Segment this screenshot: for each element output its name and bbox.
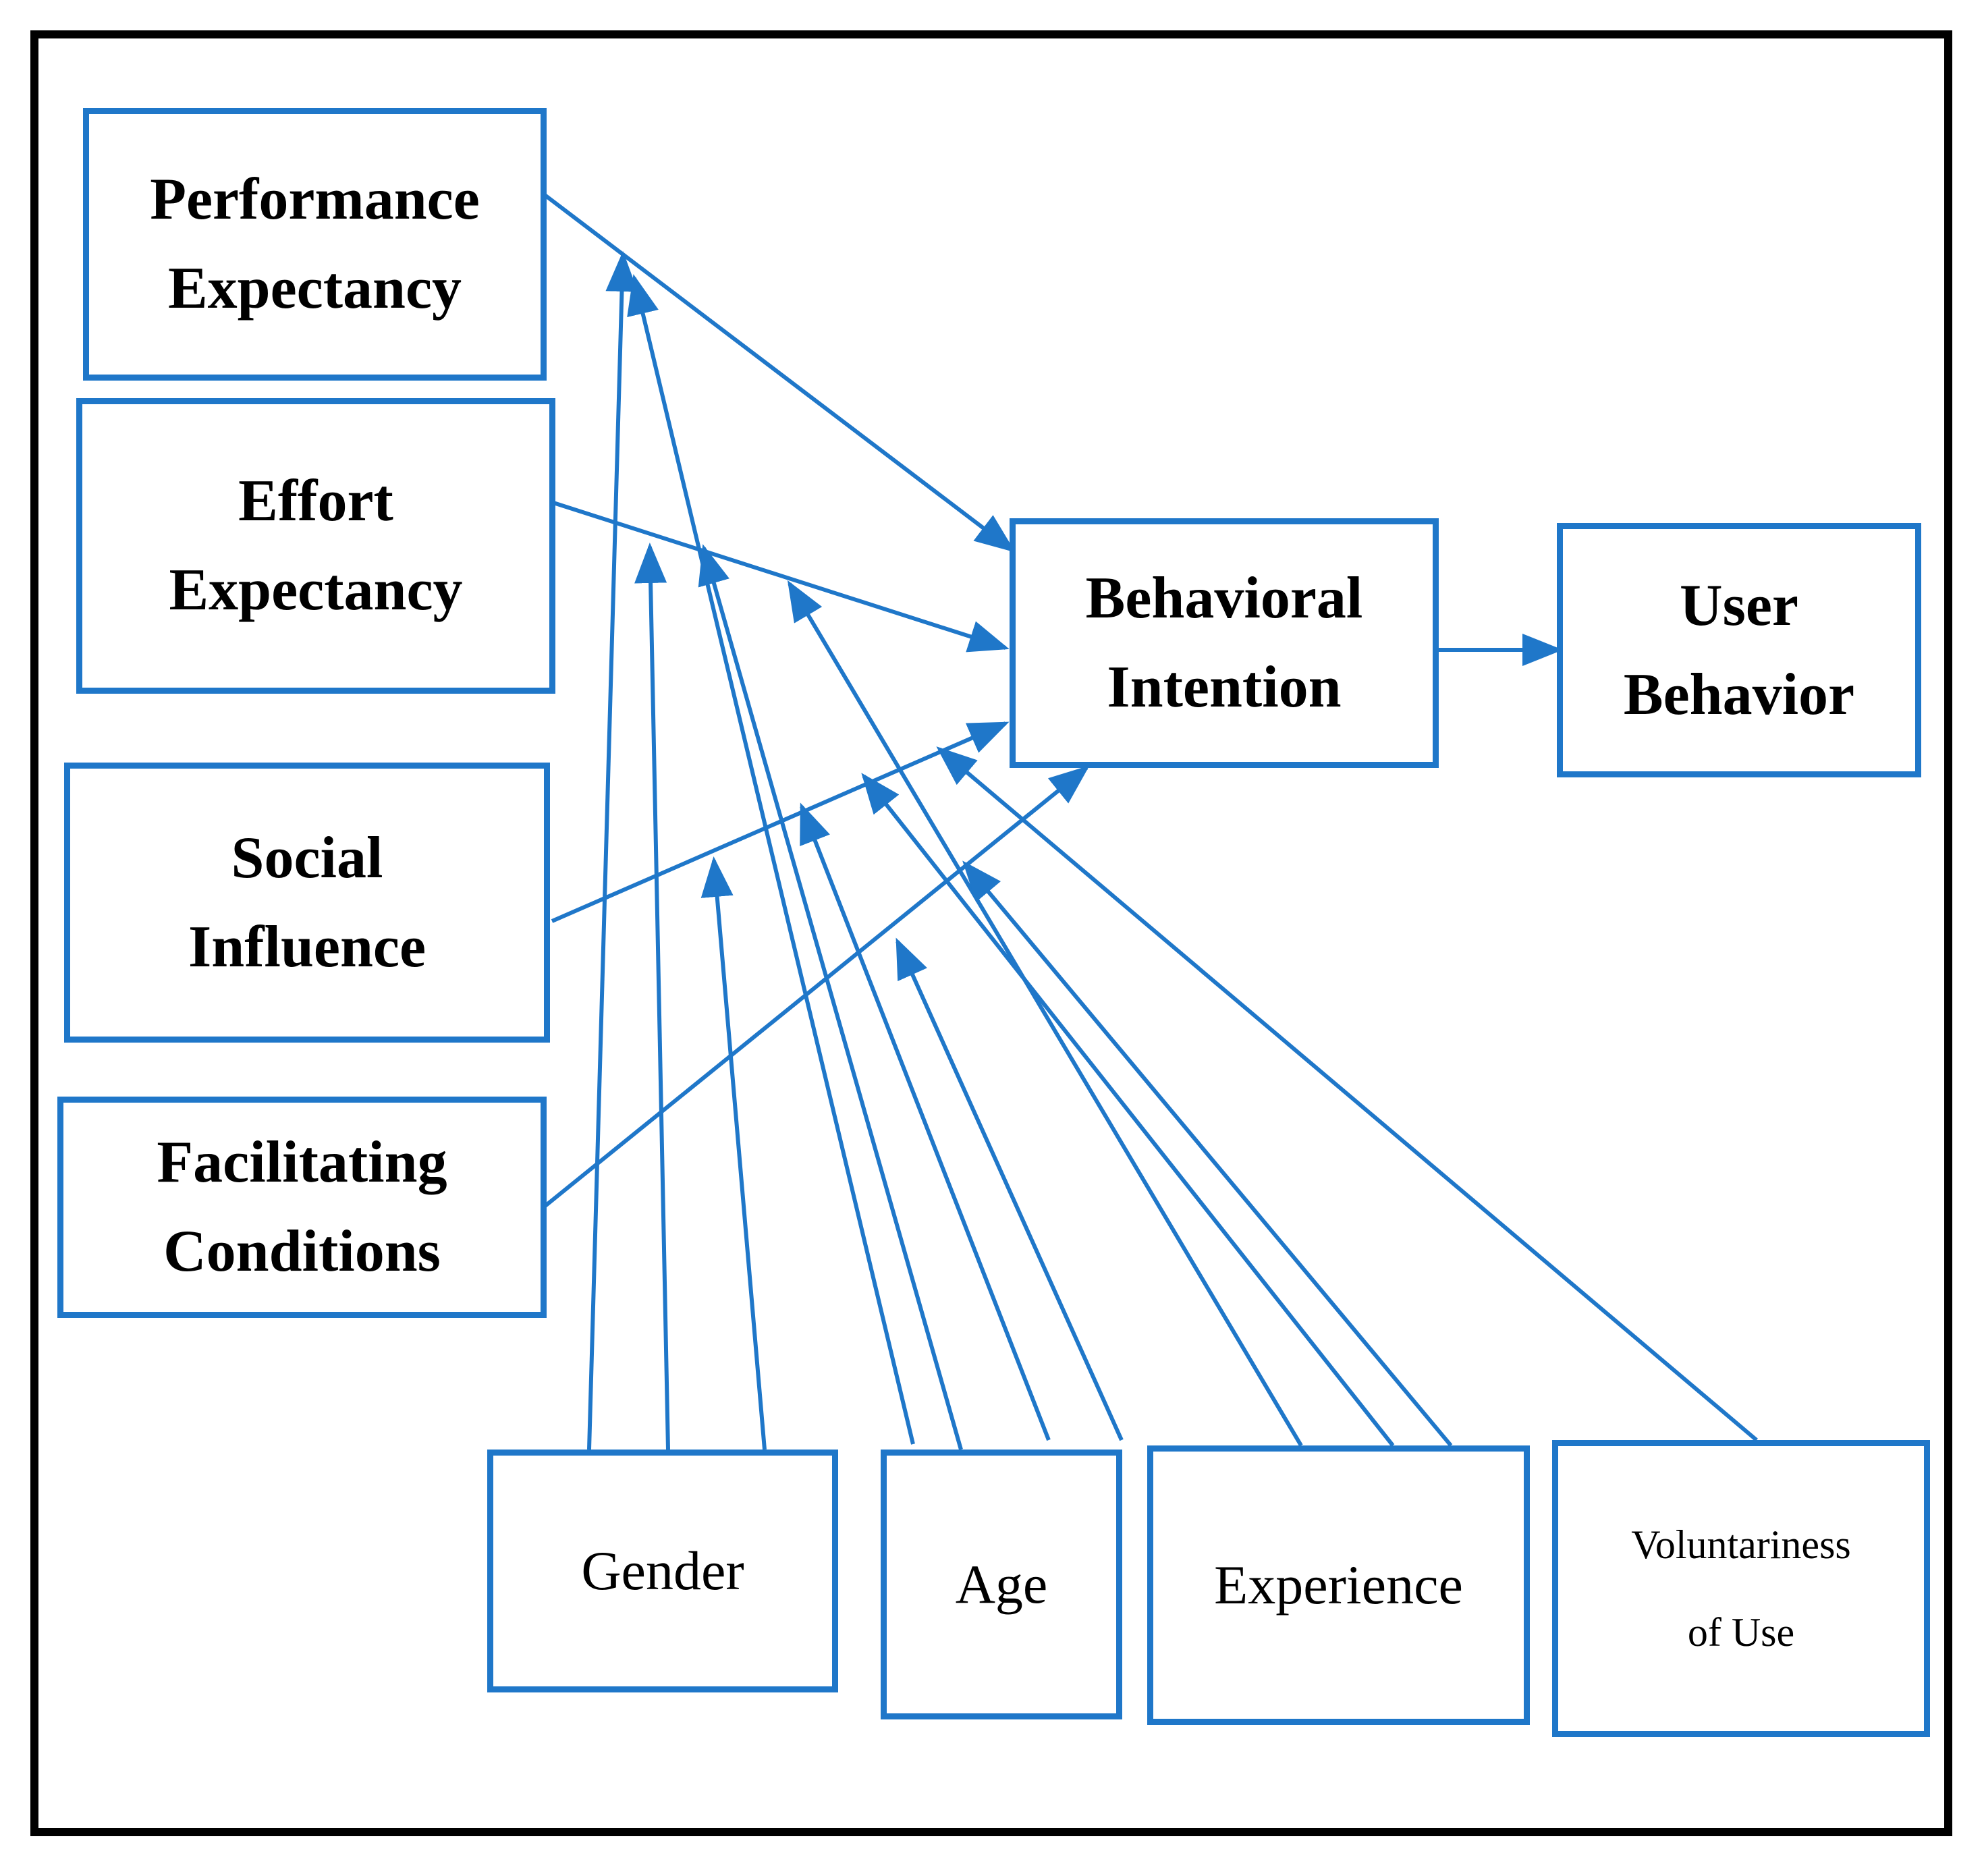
gender-box: Gender [487, 1450, 838, 1692]
edge-age-mod-fc [895, 937, 1124, 1441]
gender-label: Gender [581, 1540, 744, 1601]
facilitating-conditions-box: Facilitating Conditions [57, 1097, 547, 1318]
edge-fc-to-bi [537, 765, 1090, 1213]
performance-expectancy-box: Performance Expectancy [83, 108, 547, 381]
edge-gender-mod-si [700, 856, 767, 1450]
experience-label: Experience [1214, 1554, 1463, 1616]
age-label: Age [955, 1553, 1048, 1615]
edge-experience-mod-ee [787, 580, 1303, 1447]
edge-experience-mod-si [861, 773, 1395, 1447]
edge-age-mod-si [800, 802, 1051, 1441]
behavioral-intention-box: Behavioral Intention [1010, 518, 1439, 768]
voluntariness-box: Voluntariness of Use [1552, 1440, 1930, 1737]
edge-voluntariness-mod-si [936, 746, 1758, 1442]
edge-gender-mod-ee [634, 543, 670, 1450]
facilitating-conditions-label: Facilitating Conditions [157, 1130, 447, 1284]
effort-expectancy-label: Effort Expectancy [169, 468, 463, 623]
social-influence-box: Social Influence [64, 763, 550, 1043]
edge-pe-to-bi [540, 190, 1016, 553]
edge-experience-mod-fc [962, 860, 1453, 1447]
behavioral-intention-label: Behavioral Intention [1085, 565, 1363, 720]
edge-age-mod-pe [627, 274, 915, 1445]
effort-expectancy-box: Effort Expectancy [76, 398, 555, 694]
voluntariness-label: Voluntariness of Use [1631, 1522, 1851, 1655]
experience-box: Experience [1147, 1445, 1530, 1725]
edge-gender-mod-pe [587, 251, 638, 1450]
edge-si-to-bi [551, 721, 1010, 923]
social-influence-label: Social Influence [188, 825, 426, 980]
user-behavior-box: User Behavior [1557, 523, 1921, 777]
performance-expectancy-label: Performance Expectancy [150, 167, 480, 321]
user-behavior-label: User Behavior [1623, 572, 1855, 727]
edge-age-mod-ee [698, 544, 963, 1450]
age-box: Age [881, 1450, 1122, 1719]
edge-ee-to-bi [553, 501, 1010, 653]
